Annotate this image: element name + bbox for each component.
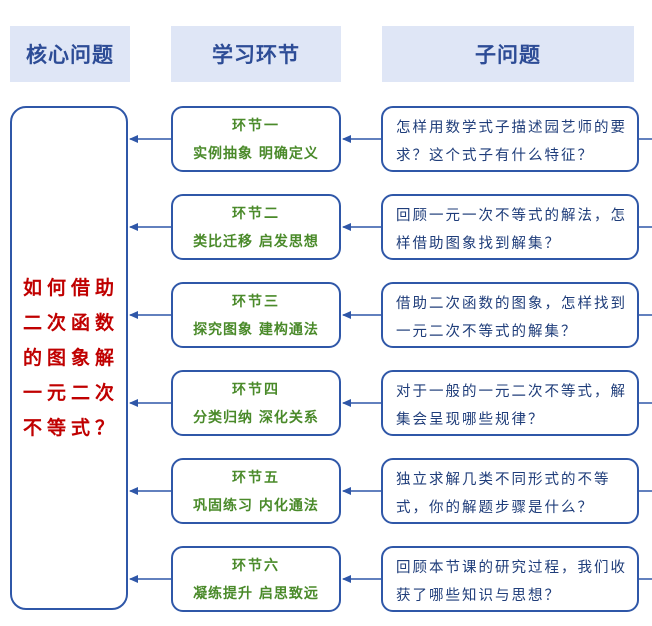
stage-box: 环节四分类归纳 深化关系 (171, 370, 341, 436)
core-question-text: 如何借助二次函数的图象解一元二次不等式？ (23, 276, 120, 439)
header-core-question: 核心问题 (10, 26, 130, 82)
stage-title: 环节二 (232, 206, 280, 222)
stage-box: 环节五巩固练习 内化通法 (171, 458, 341, 524)
stage-title: 环节三 (232, 294, 280, 310)
stage-description: 分类归纳 深化关系 (193, 410, 319, 426)
sub-question-box: 借助二次函数的图象，怎样找到一元二次不等式的解集？ (381, 282, 639, 348)
stage-box: 环节二类比迁移 启发思想 (171, 194, 341, 260)
stage-description: 实例抽象 明确定义 (193, 146, 319, 162)
stage-description: 凝练提升 启思致远 (193, 586, 319, 602)
stage-title: 环节四 (232, 382, 280, 398)
header-sub-question: 子问题 (382, 26, 634, 82)
stage-description: 巩固练习 内化通法 (193, 498, 319, 514)
stage-title: 环节五 (232, 470, 280, 486)
stage-title: 环节六 (232, 558, 280, 574)
stage-title: 环节一 (232, 118, 280, 134)
sub-question-box: 回顾一元一次不等式的解法，怎样借助图象找到解集？ (381, 194, 639, 260)
stage-box: 环节一实例抽象 明确定义 (171, 106, 341, 172)
sub-question-box: 对于一般的一元二次不等式，解集会呈现哪些规律？ (381, 370, 639, 436)
core-question-box: 如何借助二次函数的图象解一元二次不等式？ (10, 106, 128, 610)
stage-description: 类比迁移 启发思想 (193, 234, 319, 250)
header-learning-stage: 学习环节 (171, 26, 341, 82)
sub-question-box: 独立求解几类不同形式的不等式，你的解题步骤是什么？ (381, 458, 639, 524)
stage-box: 环节三探究图象 建构通法 (171, 282, 341, 348)
stage-box: 环节六凝练提升 启思致远 (171, 546, 341, 612)
stage-description: 探究图象 建构通法 (193, 322, 319, 338)
sub-question-box: 回顾本节课的研究过程，我们收获了哪些知识与思想？ (381, 546, 639, 612)
sub-question-box: 怎样用数学式子描述园艺师的要求？这个式子有什么特征？ (381, 106, 639, 172)
